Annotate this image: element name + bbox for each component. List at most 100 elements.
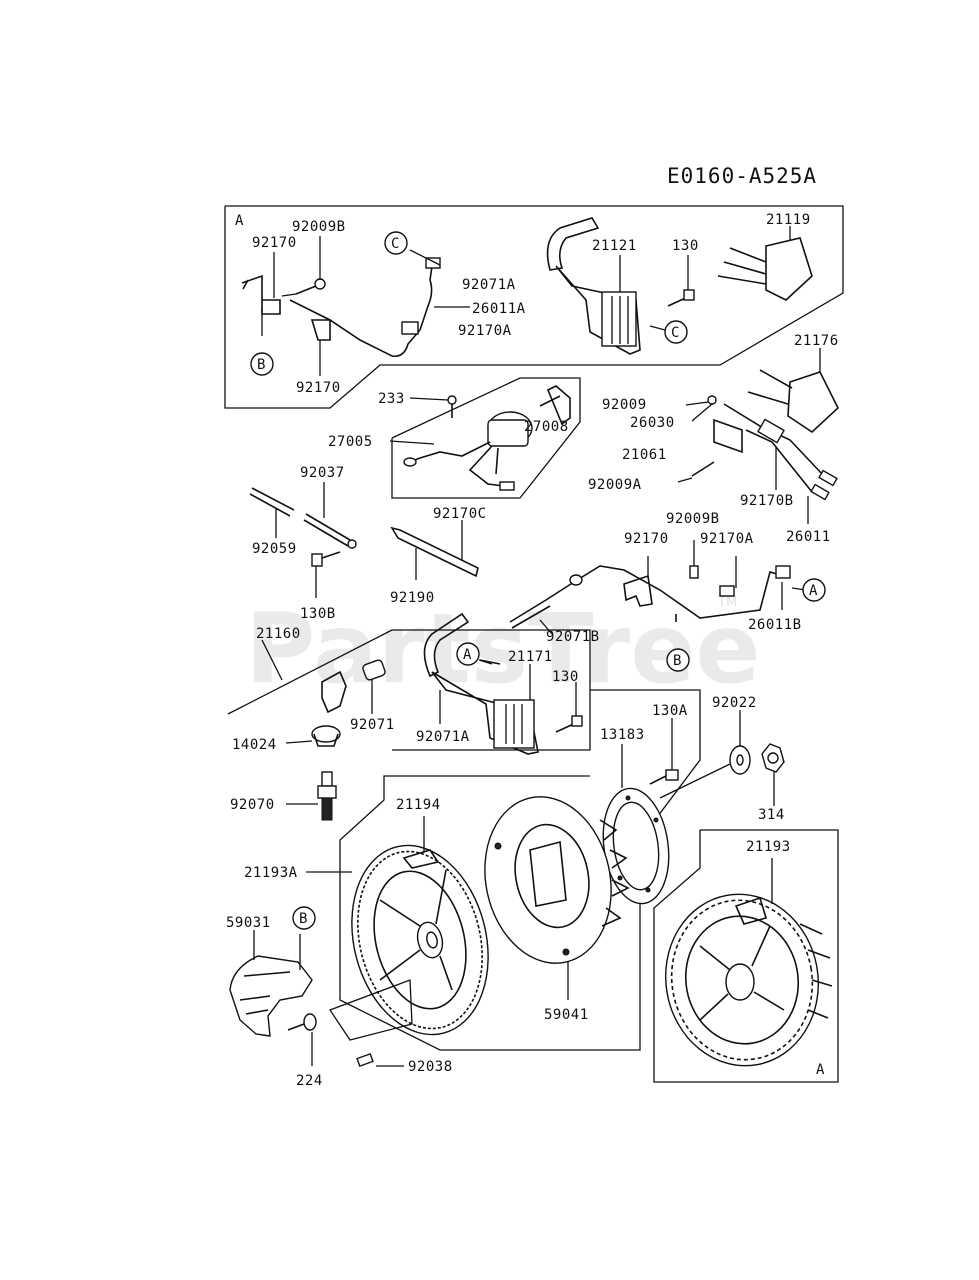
label-21119: 21119 xyxy=(766,212,811,228)
bracket-92170-part xyxy=(241,274,331,341)
label-92071B: 92071B xyxy=(546,629,600,645)
label-92037: 92037 xyxy=(300,465,345,481)
label-21160: 21160 xyxy=(256,626,301,642)
bolt-224-part xyxy=(287,1013,317,1066)
label-130A: 130A xyxy=(652,703,688,719)
label-21193: 21193 xyxy=(746,839,791,855)
pin-92059-part xyxy=(249,487,295,538)
svg-text:B: B xyxy=(257,357,266,373)
label-92022: 92022 xyxy=(712,695,757,711)
bolt-130-mid-part xyxy=(555,682,583,733)
label-92190: 92190 xyxy=(390,590,435,606)
label-130-top: 130 xyxy=(672,238,699,254)
igniter-21176-part xyxy=(747,348,839,434)
cap-92071-part xyxy=(362,659,386,714)
label-21193A: 21193A xyxy=(244,865,298,881)
label-92071A-mid: 92071A xyxy=(416,729,470,745)
label-26011A: 26011A xyxy=(472,301,526,317)
label-233: 233 xyxy=(378,391,405,407)
label-92009A: 92009A xyxy=(588,477,642,493)
callout-b-top: B xyxy=(250,352,274,376)
screw-92009B-part xyxy=(281,278,326,297)
wire-26011-part xyxy=(723,403,838,524)
label-26011: 26011 xyxy=(786,529,831,545)
plug-92070-part xyxy=(286,771,337,821)
label-130B: 130B xyxy=(300,606,336,622)
switch-27005-part xyxy=(403,411,533,491)
harness-26011B-part xyxy=(509,540,807,635)
flywheel-21193-part xyxy=(664,858,833,1067)
label-92170A-top: 92170A xyxy=(458,323,512,339)
key-92038-part xyxy=(329,979,413,1068)
callout-b-bottom: B xyxy=(292,906,316,930)
callout-c-mid: C xyxy=(649,320,688,344)
label-92009B-mid: 92009B xyxy=(666,511,720,527)
label-92170-top: 92170 xyxy=(252,235,297,251)
callout-c-top: C xyxy=(384,231,408,255)
callout-b-mid: B xyxy=(666,648,690,672)
label-92038: 92038 xyxy=(408,1059,453,1075)
wire-26011A-part xyxy=(289,249,470,358)
bracket-21061-part xyxy=(677,395,743,483)
box-a-outline xyxy=(224,205,844,409)
label-92170A-mid: 92170A xyxy=(700,531,754,547)
label-92009: 92009 xyxy=(602,397,647,413)
svg-text:A: A xyxy=(809,583,818,599)
label-21176: 21176 xyxy=(794,333,839,349)
nut-314-part xyxy=(761,743,785,806)
label-92071: 92071 xyxy=(350,717,395,733)
bolt-130A-part xyxy=(649,718,679,785)
plate-92190-part xyxy=(390,520,479,580)
label-59041: 59041 xyxy=(544,1007,589,1023)
label-92170B: 92170B xyxy=(740,493,794,509)
label-92170C: 92170C xyxy=(433,506,487,522)
svg-text:A: A xyxy=(463,647,472,663)
coil-21121-part xyxy=(546,217,641,355)
label-13183: 13183 xyxy=(600,727,645,743)
bolt-130B-part xyxy=(311,551,341,598)
leader-21160 xyxy=(261,639,283,681)
label-224: 224 xyxy=(296,1073,323,1089)
screw-233-part xyxy=(409,395,457,418)
box-a-label: A xyxy=(235,213,244,229)
label-26030: 26030 xyxy=(630,415,675,431)
label-92070: 92070 xyxy=(230,797,275,813)
label-92170-bottom: 92170 xyxy=(296,380,341,396)
callout-a-mid: A xyxy=(456,642,493,666)
diagram-code: E0160-A525A xyxy=(667,164,817,188)
cap-14024-part xyxy=(285,670,347,747)
fan-59041-part xyxy=(484,796,630,1000)
label-27005: 27005 xyxy=(328,434,373,450)
key-27008-part xyxy=(539,385,571,426)
svg-text:C: C xyxy=(671,325,680,341)
washer-92022-part xyxy=(729,710,751,775)
svg-text:C: C xyxy=(391,236,400,252)
label-314: 314 xyxy=(758,807,785,823)
label-21171: 21171 xyxy=(508,649,553,665)
label-21194: 21194 xyxy=(396,797,441,813)
igniter-21119-part xyxy=(717,226,813,301)
bolt-130-part xyxy=(667,255,695,307)
label-21061: 21061 xyxy=(622,447,667,463)
box-flywheel-outline xyxy=(339,689,701,1051)
callout-a-mid-right: A xyxy=(802,578,826,602)
label-21121: 21121 xyxy=(592,238,637,254)
svg-text:B: B xyxy=(299,911,308,927)
box-a2-label: A xyxy=(816,1062,825,1078)
coil-21171-part xyxy=(423,612,539,755)
box-a2-outline xyxy=(653,829,839,1083)
leader-axis xyxy=(659,763,731,799)
label-92009B-top: 92009B xyxy=(292,219,346,235)
label-92059: 92059 xyxy=(252,541,297,557)
label-92170-mid: 92170 xyxy=(624,531,669,547)
shroud-59031-part xyxy=(229,930,313,1037)
label-130-mid: 130 xyxy=(552,669,579,685)
label-14024: 14024 xyxy=(232,737,277,753)
rod-92037-part xyxy=(303,482,357,549)
label-27008: 27008 xyxy=(524,419,569,435)
label-26011B: 26011B xyxy=(748,617,802,633)
label-59031: 59031 xyxy=(226,915,271,931)
watermark-tm: TM xyxy=(717,595,737,610)
